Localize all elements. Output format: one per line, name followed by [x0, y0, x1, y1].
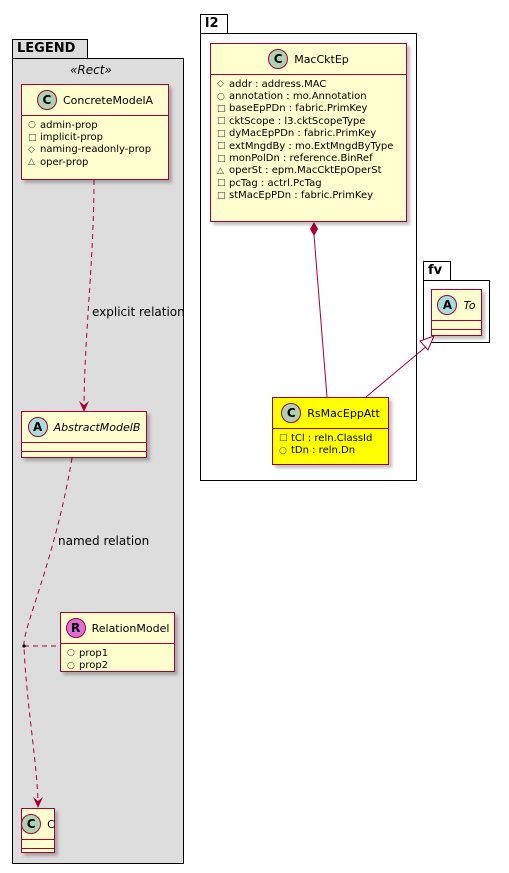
attribute-text: tDn : reln.Dn	[291, 445, 356, 457]
visibility-icon: □	[217, 141, 226, 152]
attribute-text: dyMacEpPDn : fabric.PrimKey	[229, 128, 377, 140]
legend-package-name: LEGEND	[17, 41, 76, 56]
attribute-text: extMngdBy : mo.ExtMngdByType	[229, 140, 394, 152]
class-relation-model[interactable]: R RelationModel ○ prop1 ○ prop2	[60, 612, 175, 672]
attribute-text: annotation : mo.Annotation	[229, 91, 367, 103]
attribute-text: baseEpPDn : fabric.PrimKey	[229, 103, 368, 115]
attribute-row: ◇ naming-readonly-prop	[28, 144, 162, 156]
class-c-icon: C	[36, 90, 57, 110]
attribute-text: addr : address.MAC	[229, 78, 327, 90]
attribute-row: □monPolDn : reference.BinRef	[217, 152, 400, 164]
attribute-row: □dyMacEpPDn : fabric.PrimKey	[217, 128, 400, 140]
visibility-icon: ○	[279, 445, 287, 456]
attribute-text: pcTag : actrl.PcTag	[229, 177, 322, 189]
attribute-row: □extMngdBy : mo.ExtMngdByType	[217, 140, 400, 152]
class-concrete-model-a[interactable]: C ConcreteModelA ○ admin-prop □implicit-p…	[21, 84, 169, 180]
attribute-text: admin-prop	[40, 119, 98, 131]
attribute-row: △ operSt : epm.MacCktEpOperSt	[217, 165, 400, 177]
class-rs-mac-epp-att[interactable]: C RsMacEppAtt □tCl : reln.ClassId ○ tDn :…	[272, 397, 389, 465]
abstract-class-icon: A	[437, 295, 458, 315]
attribute-row: ◇ addr : address.MAC	[217, 78, 400, 90]
class-mac-ckt-ep[interactable]: C MacCktEp ◇ addr : address.MAC ○ annotati…	[210, 43, 407, 222]
attribute-row: ○ tDn : reln.Dn	[279, 444, 382, 456]
class-to[interactable]: A To	[431, 289, 482, 336]
class-name: C	[47, 817, 55, 831]
l2-package-name: l2	[205, 16, 219, 31]
class-name: AbstractModelB	[53, 420, 141, 434]
attribute-text: monPolDn : reference.BinRef	[229, 153, 373, 165]
visibility-icon: □	[217, 178, 226, 189]
attribute-text: prop1	[79, 647, 109, 659]
attribute-row: ○ admin-prop	[28, 119, 162, 131]
class-abstract-model-b[interactable]: A AbstractModelB	[21, 411, 147, 458]
attribute-list: ○ admin-prop □implicit-prop ◇ naming-reado…	[22, 116, 168, 173]
relation-class-icon: R	[65, 618, 86, 638]
attribute-row: □pcTag : actrl.PcTag	[217, 177, 400, 189]
attribute-row: △ oper-prop	[28, 156, 162, 168]
attribute-row: ○ prop2	[67, 659, 168, 671]
attribute-row: □cktScope : l3.cktScopeType	[217, 115, 400, 127]
visibility-icon: ◇	[217, 79, 224, 90]
explicit-relation-label: explicit relation	[92, 305, 185, 319]
legend-package-tab: LEGEND	[12, 39, 88, 59]
class-c-icon: C	[268, 49, 289, 69]
package-visibility-icon: △	[28, 157, 35, 168]
abstract-class-icon: A	[27, 417, 48, 437]
visibility-icon: △	[217, 165, 224, 176]
private-visibility-icon: □	[28, 132, 37, 143]
attribute-text: implicit-prop	[40, 132, 103, 144]
attribute-text: cktScope : l3.cktScopeType	[229, 115, 366, 127]
attribute-text: tCl : reln.ClassId	[291, 432, 373, 444]
visibility-icon: □	[217, 128, 226, 139]
protected-visibility-icon: ◇	[28, 144, 35, 155]
attribute-row: ○ annotation : mo.Annotation	[217, 90, 400, 102]
visibility-icon: ○	[217, 91, 225, 102]
visibility-icon: □	[217, 116, 226, 127]
class-c-icon: C	[21, 814, 42, 834]
attribute-text: naming-readonly-prop	[40, 144, 152, 156]
public-visibility-icon: ○	[67, 660, 75, 671]
fv-package-name: fv	[428, 263, 443, 278]
attribute-list: ○ prop1 ○ prop2	[61, 644, 174, 676]
named-relation-label: named relation	[58, 534, 150, 548]
class-c[interactable]: C C	[21, 808, 55, 853]
visibility-icon: □	[217, 103, 226, 114]
fv-package-tab: fv	[423, 261, 451, 281]
attribute-list: □tCl : reln.ClassId ○ tDn : reln.Dn	[273, 429, 388, 461]
class-c-icon: C	[281, 403, 302, 423]
class-name: To	[463, 298, 476, 312]
class-name: RsMacEppAtt	[307, 406, 380, 420]
class-name: MacCktEp	[294, 52, 349, 66]
l2-package-tab: l2	[200, 14, 228, 34]
class-name: RelationModel	[91, 621, 170, 635]
attribute-row: □stMacEpPDn : fabric.PrimKey	[217, 190, 400, 202]
attribute-row: □implicit-prop	[28, 131, 162, 143]
visibility-icon: □	[217, 190, 226, 201]
attribute-list: ◇ addr : address.MAC ○ annotation : mo.Ann…	[211, 75, 406, 206]
attribute-text: prop2	[79, 660, 109, 672]
attribute-row: □tCl : reln.ClassId	[279, 432, 382, 444]
public-visibility-icon: ○	[28, 120, 36, 131]
class-name: ConcreteModelA	[62, 93, 154, 107]
legend-stereotype: «Rect»	[70, 63, 112, 77]
attribute-row: ○ prop1	[67, 647, 168, 659]
attribute-text: operSt : epm.MacCktEpOperSt	[229, 165, 382, 177]
attribute-text: stMacEpPDn : fabric.PrimKey	[229, 190, 374, 202]
visibility-icon: □	[217, 153, 226, 164]
public-visibility-icon: ○	[67, 648, 75, 659]
attribute-text: oper-prop	[40, 156, 89, 168]
attribute-row: □baseEpPDn : fabric.PrimKey	[217, 103, 400, 115]
visibility-icon: □	[279, 433, 288, 444]
